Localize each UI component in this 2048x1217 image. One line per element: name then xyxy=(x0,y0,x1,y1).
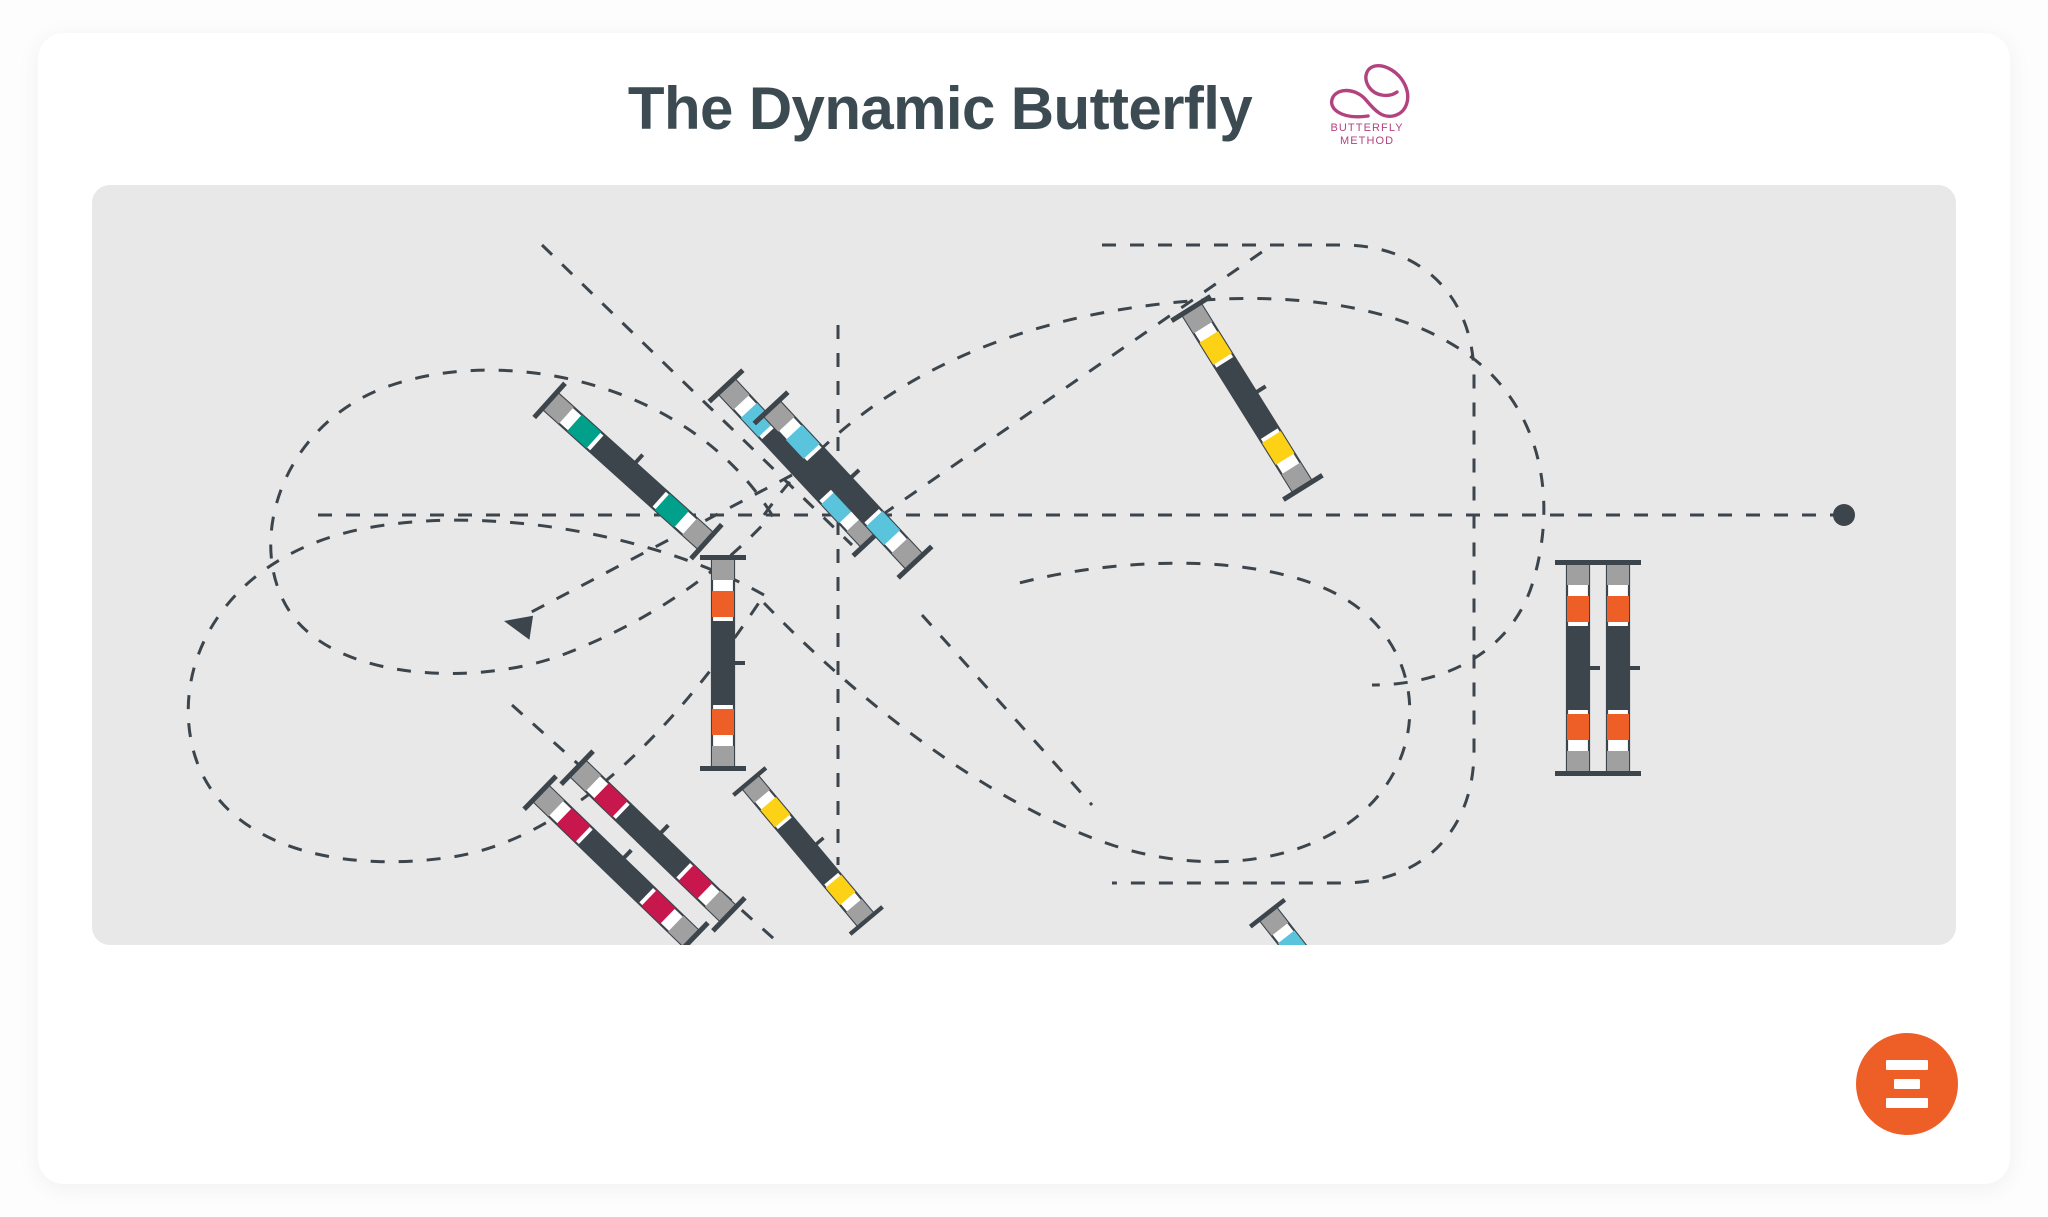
path-endpoint-dot xyxy=(1833,504,1855,526)
path-diagonal-lower-left xyxy=(511,703,784,945)
menu-fab[interactable] xyxy=(1856,1033,1958,1135)
stick-cyan-2 xyxy=(752,390,934,580)
stick-teal-1 xyxy=(532,381,724,561)
stick-yellow-2 xyxy=(732,766,884,936)
path-wing-upper-left xyxy=(269,368,774,675)
page-title: The Dynamic Butterfly xyxy=(627,74,1253,142)
header: The Dynamic Butterfly BUTTERFLY METHOD xyxy=(38,33,2010,183)
butterfly-method-logo: BUTTERFLY METHOD xyxy=(1314,56,1420,160)
stick-orange-right-2 xyxy=(1595,560,1641,776)
logo-text-line2: METHOD xyxy=(1339,135,1395,147)
butterfly-diagram-panel xyxy=(92,185,1956,945)
path-wing-lower-right xyxy=(762,561,1412,864)
stick-orange-right-1 xyxy=(1555,560,1601,776)
path-diagonal-lower-right xyxy=(920,613,1094,807)
stick-crimson-2 xyxy=(559,749,747,933)
path-arrow-diagonal xyxy=(521,473,793,619)
stick-orange-center xyxy=(700,555,746,771)
dashed-path-group xyxy=(186,243,1842,945)
logo-text-line1: BUTTERFLY xyxy=(1330,122,1404,134)
path-wing-upper-right xyxy=(762,297,1546,687)
stick-cyan-1 xyxy=(707,368,889,558)
hamburger-menu-icon-bar-1 xyxy=(1886,1060,1928,1070)
path-diagonal-upper-right xyxy=(881,243,1273,517)
stick-yellow-1 xyxy=(1170,294,1324,502)
butterfly-logo-icon xyxy=(1330,64,1410,119)
hamburger-menu-icon-bar-2 xyxy=(1894,1079,1920,1089)
content-card: The Dynamic Butterfly BUTTERFLY METHOD xyxy=(38,33,2010,1184)
hamburger-menu-icon-bar-3 xyxy=(1886,1098,1928,1108)
stick-crimson-1 xyxy=(522,774,710,945)
path-outer-right-loop xyxy=(1102,243,1476,885)
direction-arrow xyxy=(504,615,534,640)
butterfly-diagram xyxy=(186,243,1855,945)
path-wing-lower-left xyxy=(186,518,767,864)
stick-cyan-3 xyxy=(1248,897,1394,945)
path-diagonal-upper-left xyxy=(540,243,854,547)
